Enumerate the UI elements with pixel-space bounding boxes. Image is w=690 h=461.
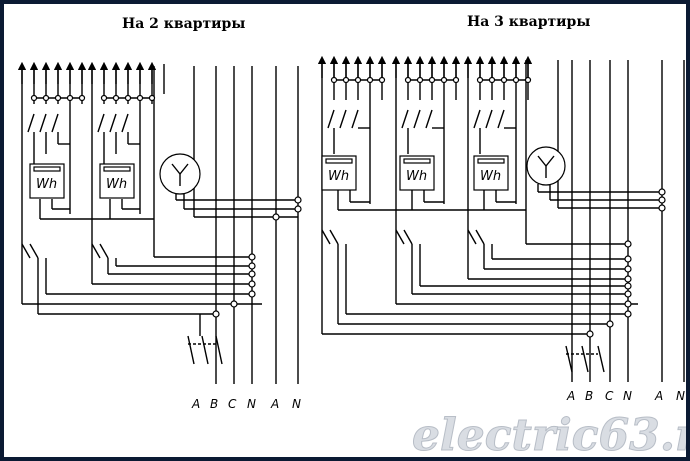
bus-label-n-right: N <box>623 389 632 403</box>
meter-apt-2: Wh <box>99 163 135 199</box>
meter-apt-4: Wh <box>399 155 435 191</box>
bus-label-a2-right: A <box>654 389 663 403</box>
bus-label-n: N <box>247 397 256 411</box>
bus-label-n2-right: N <box>676 389 685 403</box>
meter-apt-1: Wh <box>29 163 65 199</box>
bus-label-c: C <box>228 397 237 411</box>
meter-label: Wh <box>328 169 349 184</box>
title-three-apartments: На 3 квартиры <box>467 14 590 30</box>
meter-label: Wh <box>406 169 427 184</box>
meter-label: Wh <box>480 169 501 184</box>
bus-label-c-right: C <box>605 389 614 403</box>
scheme-three-apartments: Wh Wh Wh A B C N A N <box>317 55 685 403</box>
watermark: electric63.ru <box>412 410 690 461</box>
scheme-two-apartments: Wh Wh A B C N A N <box>17 61 302 411</box>
bus-label-a2: A <box>270 397 279 411</box>
title-two-apartments: На 2 квартиры <box>122 16 245 32</box>
stair-lamp-right <box>526 146 566 186</box>
wiring-diagram: electric63.ru На 2 квартиры На 3 квартир… <box>17 14 690 461</box>
bus-label-b: B <box>210 397 218 411</box>
bus-label-n2: N <box>292 397 301 411</box>
bus-label-a: A <box>191 397 200 411</box>
meter-label: Wh <box>36 177 57 192</box>
stair-lamp <box>159 153 201 195</box>
bus-label-b-right: B <box>585 389 593 403</box>
meter-label: Wh <box>106 177 127 192</box>
meter-apt-5: Wh <box>473 155 509 191</box>
bus-label-a-right: A <box>566 389 575 403</box>
meter-apt-3: Wh <box>321 155 357 191</box>
